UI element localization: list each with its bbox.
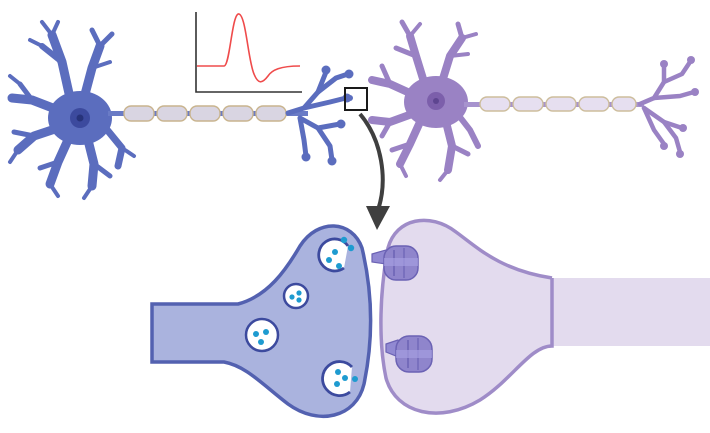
- plot-axes: [195, 12, 302, 93]
- presynaptic-axon-terminals: [285, 69, 351, 163]
- fusing-vesicle: [321, 360, 354, 397]
- postsynaptic-axon: [464, 96, 644, 112]
- presynaptic-nucleolus: [76, 114, 84, 122]
- postsynaptic-dendrites: [368, 19, 481, 182]
- zoom-box-terminal-dot: [347, 95, 353, 101]
- postsynaptic-nucleolus: [433, 98, 439, 104]
- receptor-channels: [371, 245, 433, 373]
- action-potential-trace: [197, 13, 301, 83]
- released-neurotransmitters: [340, 236, 358, 382]
- postsynaptic-terminal: [379, 218, 710, 415]
- zoom-arrow: [358, 112, 390, 230]
- myelin-sheath-segments: [123, 105, 287, 122]
- synapse-zoom-box: [344, 87, 368, 111]
- postsynaptic-axon-terminals: [637, 59, 697, 155]
- receptor-channel: [371, 245, 419, 281]
- vesicle: [244, 317, 280, 353]
- fusing-vesicle: [317, 237, 350, 273]
- postsynaptic-neuron: [368, 19, 699, 182]
- postsynaptic-myelin-segments: [479, 96, 637, 112]
- vesicle: [282, 282, 310, 310]
- synaptic-vesicles: [244, 236, 358, 397]
- action-potential-plot: [195, 12, 302, 93]
- presynaptic-axon: [108, 105, 308, 122]
- presynaptic-terminal-buttons: [301, 65, 354, 166]
- receptor-channel: [385, 335, 433, 373]
- presynaptic-neuron: [7, 20, 354, 200]
- postsynaptic-terminal-buttons: [660, 56, 699, 158]
- presynaptic-dendrites: [7, 20, 136, 200]
